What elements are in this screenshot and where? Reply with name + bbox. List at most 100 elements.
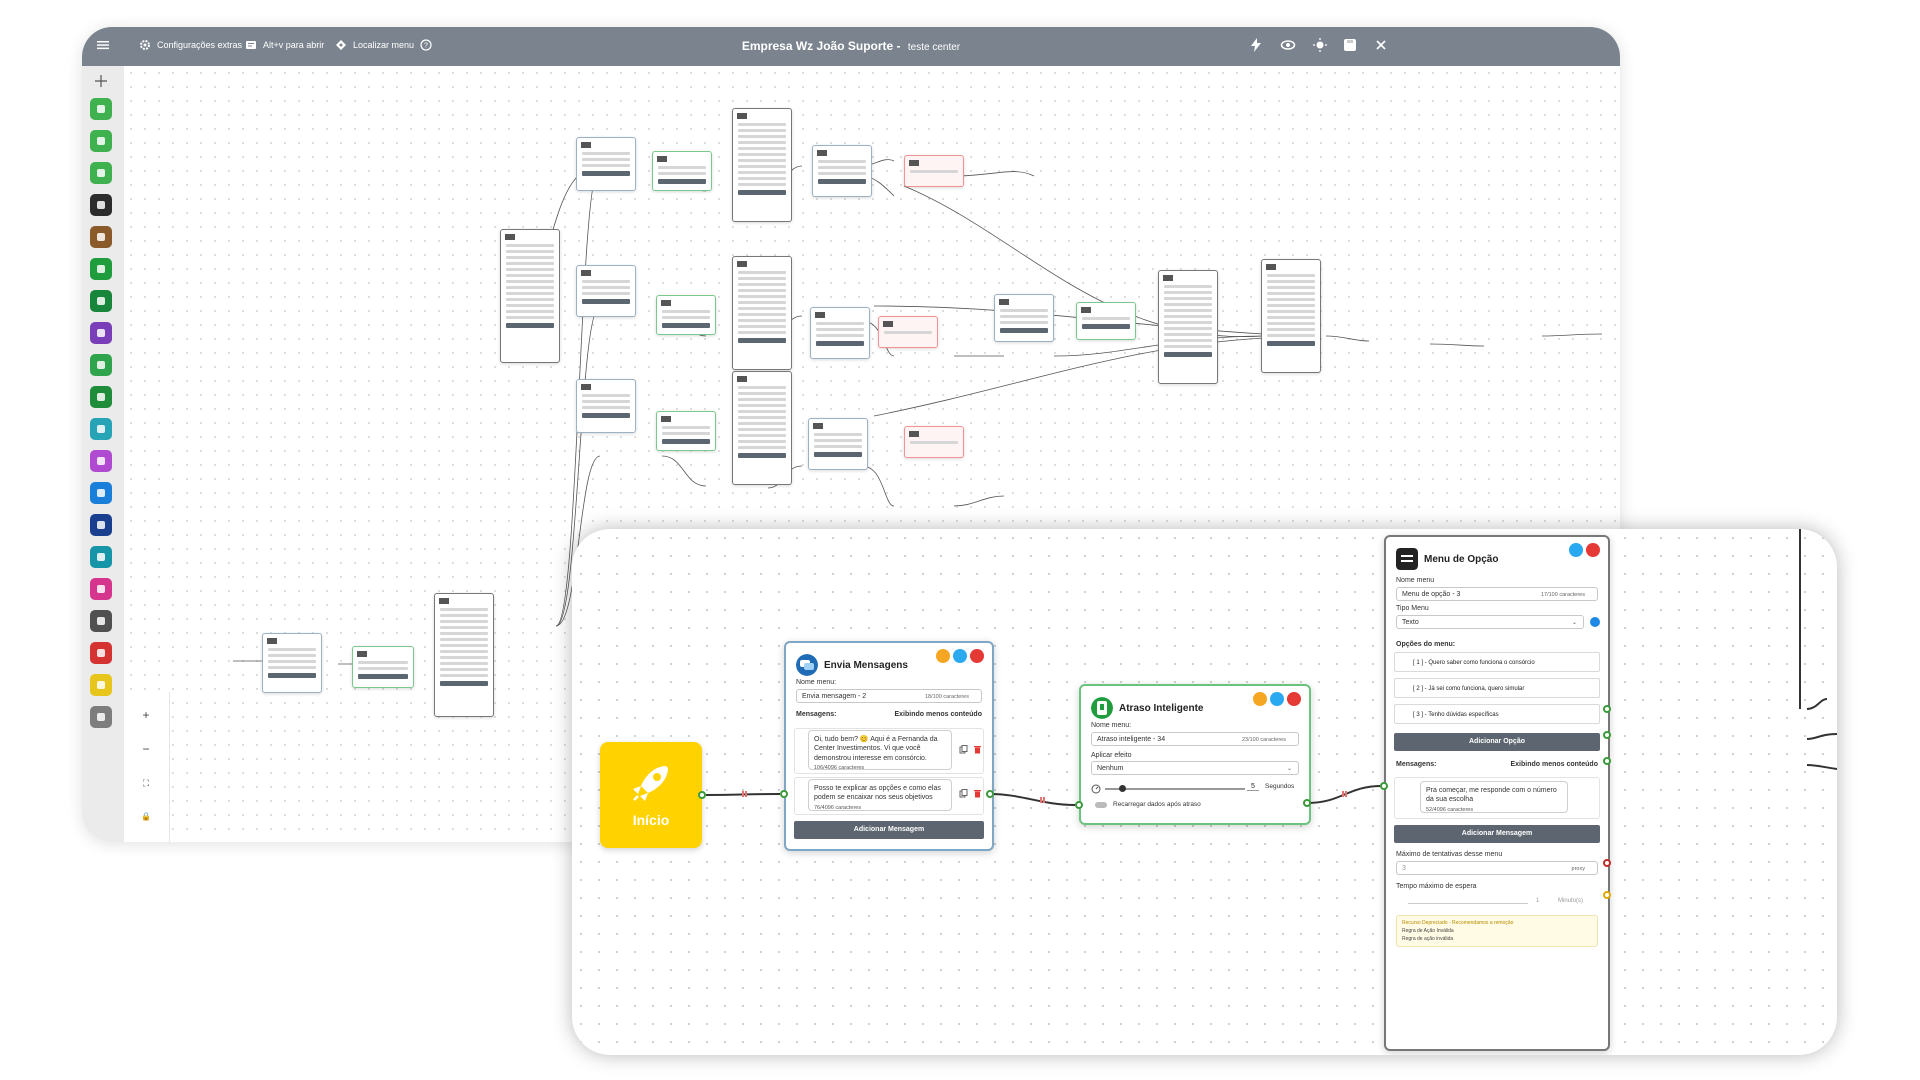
max-wait-value[interactable]: 1: [1536, 898, 1540, 904]
mini-flow-node[interactable]: [904, 426, 964, 458]
trash-icon[interactable]: [973, 745, 982, 754]
timeout-output-port[interactable]: [1603, 891, 1611, 899]
signpost-icon[interactable]: [90, 226, 112, 248]
close-icon[interactable]: [1373, 37, 1389, 53]
send-messages-input-port[interactable]: [780, 790, 788, 798]
chip-icon[interactable]: [90, 130, 112, 152]
node-name-input[interactable]: Atraso inteligente - 34 23/100 caractere…: [1091, 732, 1299, 746]
add-message-button[interactable]: Adicionar Mensagem: [1394, 825, 1600, 843]
mini-flow-node[interactable]: [812, 145, 872, 197]
max-attempts-output-port[interactable]: [1603, 859, 1611, 867]
reload-toggle[interactable]: [1095, 802, 1107, 808]
code-icon[interactable]: [90, 514, 112, 536]
mini-flow-node[interactable]: [652, 151, 712, 191]
file-warning-icon[interactable]: [90, 674, 112, 696]
cubes-icon[interactable]: [90, 386, 112, 408]
mini-flow-node[interactable]: [994, 294, 1054, 342]
pin-icon[interactable]: [90, 482, 112, 504]
send-messages-output-port[interactable]: [986, 790, 994, 798]
slider-knob[interactable]: [1119, 785, 1126, 792]
node-name-input[interactable]: Menu de opção - 3 17/100 caracteres: [1396, 587, 1598, 601]
smart-delay-node[interactable]: Atraso Inteligente Nome menu: Atraso int…: [1079, 684, 1311, 825]
find-menu-button[interactable]: Localizar menu: [335, 39, 414, 51]
theme-sun-icon[interactable]: [1312, 37, 1328, 53]
trash-icon[interactable]: [973, 789, 982, 798]
mini-flow-node[interactable]: [576, 379, 636, 433]
whatsapp-flow-icon[interactable]: [90, 162, 112, 184]
add-option-button[interactable]: Adicionar Opção: [1394, 733, 1600, 751]
mini-flow-node[interactable]: [656, 295, 716, 335]
seconds-input[interactable]: 5: [1247, 783, 1259, 791]
option-3-output-port[interactable]: [1603, 757, 1611, 765]
mini-flow-node[interactable]: [576, 265, 636, 317]
menu-option-row[interactable]: [ 2 ] - Já sei como funciona, quero simu…: [1394, 678, 1600, 698]
node-name-input[interactable]: Envia mensagem - 2 18/100 caracteres: [796, 689, 982, 703]
minimize-button[interactable]: [936, 649, 950, 663]
zoom-in-button[interactable]: +: [142, 708, 150, 722]
pause-icon[interactable]: [90, 290, 112, 312]
move-arrows-icon[interactable]: [94, 74, 108, 88]
message-textbox[interactable]: Posso te explicar as opções e como elas …: [808, 779, 952, 811]
eye-icon[interactable]: [1280, 37, 1296, 53]
lock-button[interactable]: 🔒: [141, 812, 151, 821]
robot-icon[interactable]: [90, 98, 112, 120]
max-wait-slider[interactable]: [1408, 903, 1528, 904]
zoom-out-button[interactable]: −: [142, 742, 150, 756]
mini-flow-node[interactable]: [434, 593, 494, 717]
add-message-button[interactable]: Adicionar Mensagem: [794, 821, 984, 839]
mini-flow-node[interactable]: [732, 256, 792, 370]
mini-flow-node[interactable]: [656, 411, 716, 451]
start-output-port[interactable]: [698, 791, 706, 799]
option-menu-input-port[interactable]: [1380, 782, 1388, 790]
mini-flow-node[interactable]: [500, 229, 560, 363]
mini-flow-node[interactable]: [904, 155, 964, 187]
block-icon[interactable]: [90, 610, 112, 632]
duplicate-button[interactable]: [1270, 692, 1284, 706]
delete-button[interactable]: [970, 649, 984, 663]
save-disk-icon[interactable]: [1342, 37, 1358, 53]
fit-view-button[interactable]: ⛶: [142, 778, 150, 788]
option-menu-node[interactable]: Menu de Opção Nome menu Menu de opção - …: [1384, 535, 1610, 1051]
heart-chat-icon[interactable]: [90, 578, 112, 600]
delay-slider[interactable]: [1105, 785, 1245, 792]
mini-flow-node[interactable]: [576, 137, 636, 191]
mini-flow-node[interactable]: [262, 633, 322, 693]
duplicate-button[interactable]: [1569, 543, 1583, 557]
type-select[interactable]: Texto ⌄: [1396, 615, 1584, 629]
extra-settings-button[interactable]: Configurações extras: [139, 39, 242, 51]
delete-button[interactable]: [1287, 692, 1301, 706]
option-1-output-port[interactable]: [1603, 705, 1611, 713]
lightning-icon[interactable]: [1248, 37, 1264, 53]
duplicate-button[interactable]: [953, 649, 967, 663]
info-icon[interactable]: [1590, 617, 1600, 627]
branch-icon[interactable]: [90, 322, 112, 344]
clock-delay-icon[interactable]: [90, 258, 112, 280]
max-attempts-input[interactable]: 3 proxy: [1396, 861, 1598, 875]
agent-icon[interactable]: [90, 418, 112, 440]
open-shortcut-button[interactable]: Alt+v para abrir: [245, 39, 324, 51]
help-icon[interactable]: ?: [420, 39, 432, 51]
mini-flow-node[interactable]: [1158, 270, 1218, 384]
option-2-output-port[interactable]: [1603, 731, 1611, 739]
sheets-icon[interactable]: [90, 354, 112, 376]
send-messages-node[interactable]: Envia Mensagens Nome menu: Envia mensage…: [784, 641, 994, 851]
menu-option-row[interactable]: [ 3 ] - Tenho dúvidas específicas: [1394, 704, 1600, 724]
webhook-icon[interactable]: [90, 450, 112, 472]
start-node[interactable]: Início: [600, 742, 702, 848]
mini-flow-node[interactable]: [352, 646, 414, 688]
mini-flow-node[interactable]: [732, 371, 792, 485]
message-textbox[interactable]: Oi, tudo bem? 😊 Aqui é a Fernanda da Cen…: [808, 730, 952, 771]
smart-delay-output-port[interactable]: [1303, 799, 1311, 807]
delete-button[interactable]: [1586, 543, 1600, 557]
message-textbox[interactable]: Pra começar, me responde com o número da…: [1420, 781, 1568, 813]
chat-transfer-icon[interactable]: [90, 546, 112, 568]
copy-icon[interactable]: [959, 789, 968, 798]
menu-option-row[interactable]: [ 1 ] - Quero saber como funciona o cons…: [1394, 652, 1600, 672]
close-flow-icon[interactable]: [90, 642, 112, 664]
mini-flow-node[interactable]: [1076, 302, 1136, 340]
effect-select[interactable]: Nenhum ⌄: [1091, 761, 1299, 775]
mini-flow-node[interactable]: [810, 307, 870, 359]
menu-option-icon[interactable]: [90, 194, 112, 216]
mini-flow-node[interactable]: [878, 316, 938, 348]
copy-icon[interactable]: [959, 745, 968, 754]
